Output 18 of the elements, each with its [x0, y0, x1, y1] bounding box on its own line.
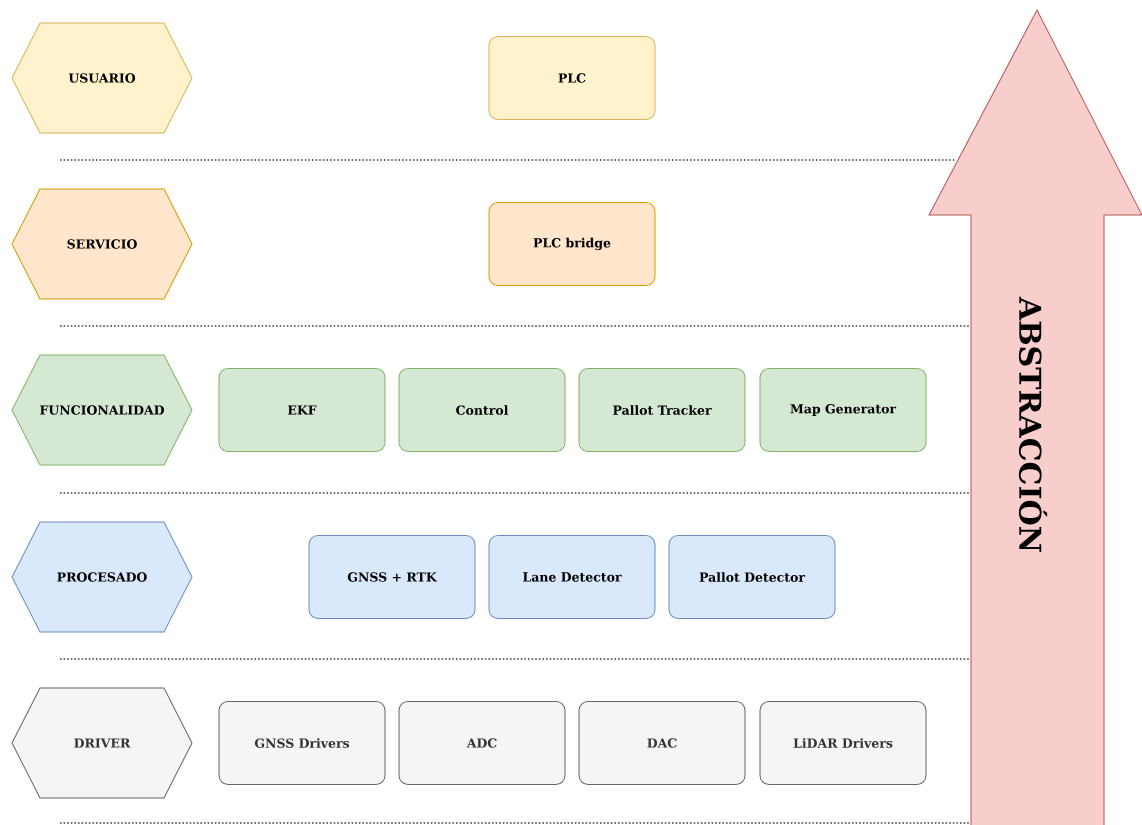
layer-hexagon: DRIVER	[11, 687, 193, 799]
module-box: GNSS + RTK	[308, 535, 476, 619]
module-box: Control	[398, 368, 566, 452]
module-box: Lane Detector	[488, 535, 656, 619]
module-box: Map Generator	[759, 368, 927, 452]
module-box: ADC	[398, 701, 566, 785]
module-box: LiDAR Drivers	[759, 701, 927, 785]
module-box: Pallot Tracker	[578, 368, 746, 452]
module-box: PLC bridge	[488, 202, 656, 286]
layer-hexagon: USUARIO	[11, 22, 193, 134]
module-box: DAC	[578, 701, 746, 785]
module-box: GNSS Drivers	[218, 701, 386, 785]
layer-hexagon: SERVICIO	[11, 188, 193, 300]
module-box: EKF	[218, 368, 386, 452]
module-box: Pallot Detector	[668, 535, 836, 619]
layer-hexagon: PROCESADO	[11, 521, 193, 633]
layer-hexagon: FUNCIONALIDAD	[11, 354, 193, 466]
module-box: PLC	[488, 36, 656, 120]
